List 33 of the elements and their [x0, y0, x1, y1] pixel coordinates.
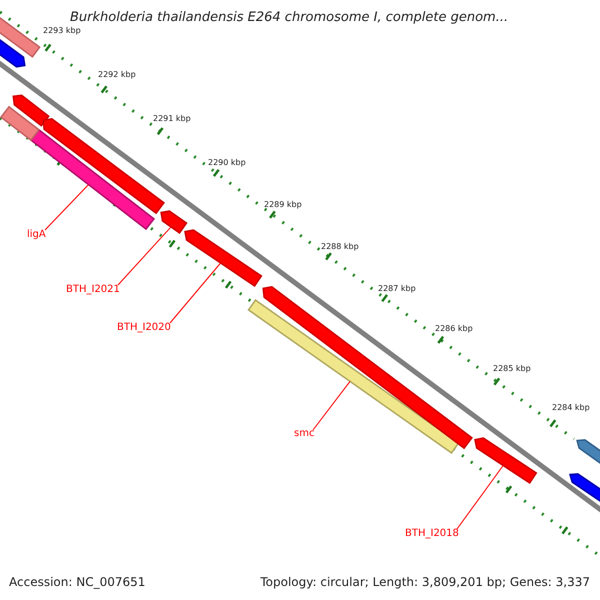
gene-label: ligA	[27, 230, 46, 240]
leader-line	[170, 262, 222, 324]
gene-feature	[0, 106, 40, 142]
leader-line	[456, 465, 504, 530]
scale-label: 2286 kbp	[435, 325, 473, 333]
leader-line	[44, 184, 89, 230]
scale-label: 2292 kbp	[98, 71, 136, 79]
gene-feature	[474, 437, 538, 484]
gene-feature	[262, 286, 473, 450]
gene-feature	[184, 229, 262, 288]
gene-feature	[576, 439, 600, 466]
gene-label: BTH_I2020	[117, 323, 171, 333]
title: Burkholderia thailandensis E264 chromosome I, complete genom...	[70, 11, 508, 24]
gene-feature	[569, 473, 600, 504]
footer-text: Topology: circular; Length: 3,809,201 bp; Genes: 3,337	[260, 576, 590, 588]
scale-label: 2293 kbp	[43, 27, 81, 35]
footer-text: Accession: NC_007651	[9, 576, 146, 588]
scale-label: 2291 kbp	[153, 115, 191, 123]
scale-label: 2287 kbp	[378, 285, 416, 293]
gene-feature	[247, 299, 460, 454]
gene-label: BTH_I2018	[405, 529, 459, 539]
gene-feature	[12, 94, 50, 127]
scale-label: 2285 kbp	[493, 365, 531, 373]
gene-feature	[160, 210, 188, 234]
leader-line	[118, 226, 172, 286]
scale-label: 2290 kbp	[208, 159, 246, 167]
leader-line	[312, 380, 350, 430]
scale-label: 2284 kbp	[552, 404, 590, 412]
scale-label: 2289 kbp	[264, 201, 302, 209]
gene-feature	[30, 128, 156, 230]
scale-label: 2288 kbp	[321, 243, 359, 251]
gene-label: smc	[294, 429, 314, 439]
gene-label: BTH_I2021	[66, 285, 120, 295]
